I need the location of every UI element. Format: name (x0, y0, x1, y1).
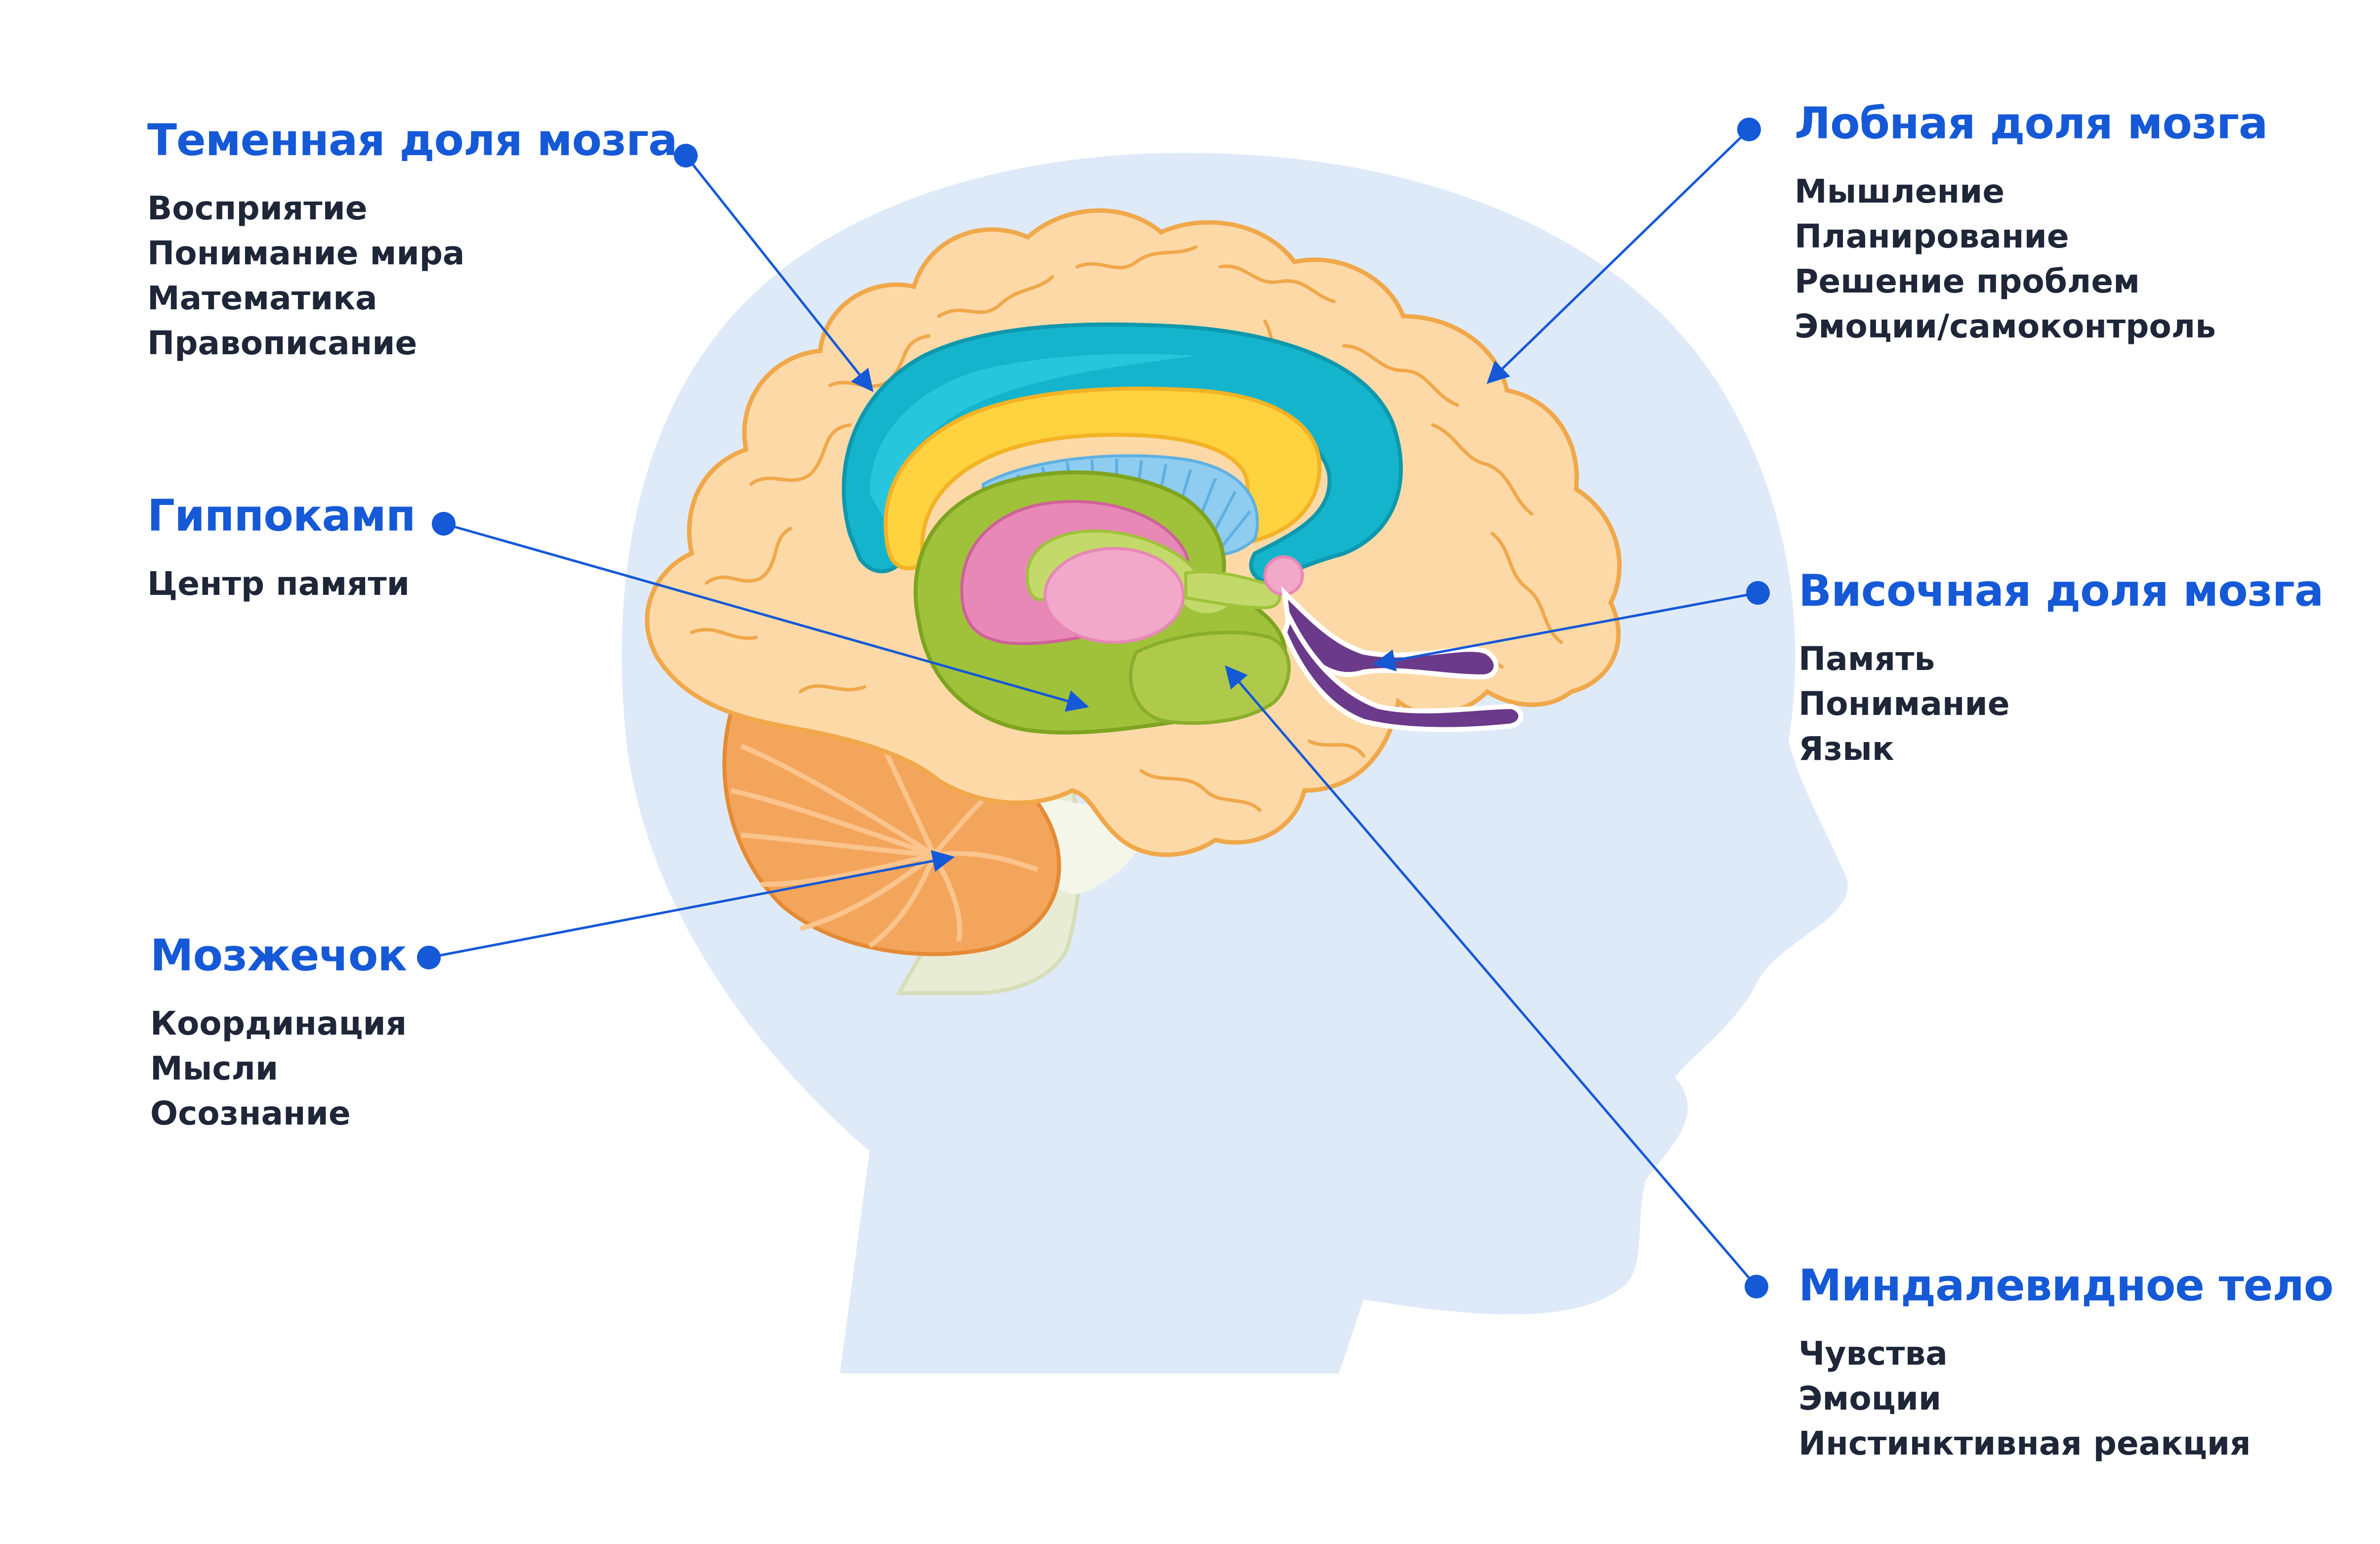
label-frontal: Лобная доля мозга Мышление Планирование … (1795, 98, 2268, 349)
label-item: Планирование (1795, 217, 2069, 255)
label-item: Эмоции/самоконтроль (1795, 307, 2216, 345)
label-item: Понимание мира (147, 234, 465, 272)
label-item: Восприятие (147, 189, 368, 227)
dot-hippocampus (432, 512, 456, 536)
label-item: Правописание (147, 324, 418, 362)
label-title: Миндалевидное тело (1798, 1260, 2334, 1311)
pointer-hippocampus (443, 522, 1089, 712)
temporal-vessel-shape (1281, 586, 1524, 732)
pointer-cerebellum (428, 850, 955, 959)
label-items: Чувства Эмоции Инстинктивная реакция (1798, 1331, 2333, 1466)
label-item: Мышление (1795, 172, 2005, 210)
pointer-amygdala (1225, 665, 1757, 1288)
label-item: Память (1798, 640, 1935, 678)
amygdala-shape (1128, 630, 1291, 725)
label-items: Центр памяти (147, 561, 416, 606)
label-parietal: Теменная доля мозга Восприятие Понимание… (147, 119, 677, 366)
pointer-frontal (1486, 128, 1750, 384)
label-hippocampus: Гиппокамп Центр памяти (147, 494, 416, 606)
label-items: Память Понимание Язык (1798, 636, 2323, 771)
label-item: Инстинктивная реакция (1798, 1424, 2251, 1462)
dot-temporal (1746, 581, 1770, 605)
ventricle-highlight (870, 354, 1196, 519)
label-cerebellum: Мозжечок Координация Мысли Осознание (150, 934, 407, 1136)
label-items: Мышление Планирование Решение проблем Эм… (1795, 169, 2267, 349)
pointer-temporal (1373, 591, 1758, 671)
pointer-parietal (685, 155, 874, 392)
thalamus-core (1044, 547, 1185, 644)
fornix-tail (1184, 570, 1281, 610)
label-title: Теменная доля мозга (147, 115, 677, 166)
label-item: Эмоции (1798, 1379, 1942, 1418)
label-item: Понимание (1798, 685, 2010, 723)
pointer-lines (428, 128, 1758, 1288)
label-item: Чувства (1798, 1335, 1948, 1373)
pointer-dots (417, 118, 1770, 1298)
dot-amygdala (1745, 1275, 1768, 1298)
label-item: Координация (150, 1004, 407, 1043)
dot-cerebellum (417, 946, 441, 969)
dot-frontal (1737, 118, 1761, 141)
label-title: Гиппокамп (147, 490, 416, 541)
label-item: Осознание (150, 1094, 351, 1132)
label-items: Координация Мысли Осознание (150, 1001, 407, 1136)
label-item: Математика (147, 279, 377, 317)
label-title: Височная доля мозга (1798, 565, 2324, 616)
dot-parietal (674, 144, 698, 167)
label-item: Решение проблем (1795, 262, 2140, 300)
label-title: Лобная доля мозга (1795, 98, 2268, 149)
label-item: Мысли (150, 1049, 279, 1087)
label-items: Восприятие Понимание мира Математика Пра… (147, 186, 677, 366)
label-item: Центр памяти (147, 565, 410, 603)
label-amygdala: Миндалевидное тело Чувства Эмоции Инстин… (1798, 1260, 2334, 1466)
label-item: Язык (1798, 730, 1894, 768)
label-temporal: Височная доля мозга Память Понимание Язы… (1798, 565, 2324, 771)
label-title: Мозжечок (150, 930, 407, 981)
